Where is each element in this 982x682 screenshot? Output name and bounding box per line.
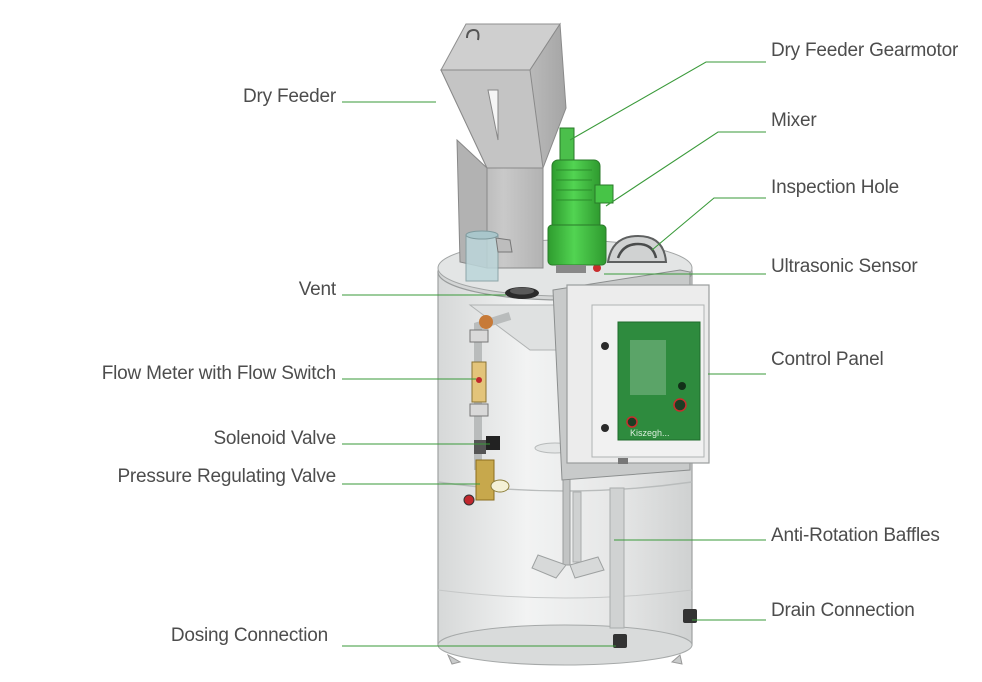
label-flow-meter: Flow Meter with Flow Switch (101, 363, 336, 384)
leader-gearmotor (569, 61, 766, 141)
label-inspection-hole: Inspection Hole (771, 177, 899, 198)
dry-feeder (440, 22, 567, 269)
label-drain-connection: Drain Connection (771, 600, 915, 621)
label-dosing-connection: Dosing Connection (170, 625, 328, 646)
label-ultrasonic-sensor: Ultrasonic Sensor (771, 256, 918, 277)
sight-cylinder (465, 230, 513, 282)
leader-inspection-hole (651, 197, 766, 251)
leader-mixer (605, 131, 766, 207)
label-solenoid-valve: Solenoid Valve (213, 428, 336, 449)
piping-assembly (463, 312, 512, 506)
label-mixer: Mixer (771, 110, 817, 131)
baffles (572, 487, 625, 629)
label-pressure-regulating-valve: Pressure Regulating Valve (117, 466, 336, 487)
label-dry-feeder-gearmotor: Dry Feeder Gearmotor (771, 40, 959, 61)
leader-lines (342, 61, 766, 647)
label-vent: Vent (298, 279, 336, 300)
label-anti-rotation-baffles: Anti-Rotation Baffles (771, 525, 940, 546)
control-panel: Kiszegh... (552, 269, 710, 481)
panel-brand: Kiszegh... (630, 428, 670, 438)
label-dry-feeder: Dry Feeder (242, 86, 336, 107)
green-motors (547, 127, 614, 273)
label-control-panel: Control Panel (771, 349, 884, 370)
